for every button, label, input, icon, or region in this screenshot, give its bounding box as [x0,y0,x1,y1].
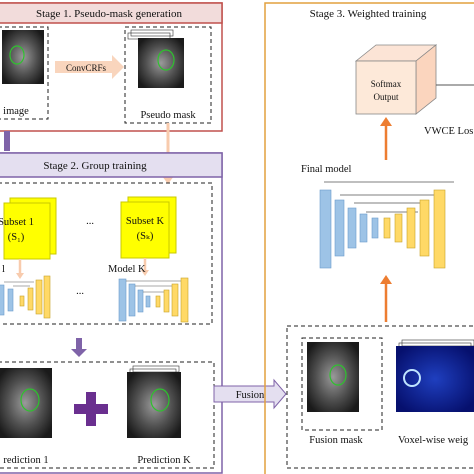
prediction-1-label: rediction 1 [3,455,48,466]
stage2-header [0,152,223,178]
model-1-label: l [2,264,5,275]
final-model-network [319,181,454,269]
fusion-mask-frame [301,337,383,431]
fusion-label: Fusion [236,390,265,401]
stage1-to-stage2-bar [4,131,10,151]
model-1-network [0,275,51,319]
model-k-network [118,277,189,323]
subset-1-label: Subset 1 [0,217,34,228]
stage2-group-frame [0,182,213,325]
stage3-input-frame [286,325,474,469]
stage1-input-label: image [3,106,29,117]
softmax-output-box: Softmax Output [354,44,438,115]
stage1-title: Stage 1. Pseudo-mask generation [36,8,183,20]
subset-k-symbol: (Sₖ) [137,231,154,242]
stage2-prediction-frame [0,361,215,469]
voxel-weight-map-image [396,346,474,412]
loss-label: VWCE Los [424,126,473,137]
stage1-input-ct-image [2,30,44,84]
stage1-input-frame [0,26,49,120]
stage3-panel: Stage 3. Weighted training Softmax Outpu… [264,2,474,474]
stage2-down-arrow-head [71,349,87,357]
stage1-pseudo-mask-image [138,38,184,88]
subset-1-box [3,202,51,260]
stage2-down-arrow-shaft [76,338,82,350]
stage2-panel: Stage 2. Group training Subset 1 (S₁) ..… [0,152,223,474]
stage1-arrow-shape [55,55,124,79]
stage1-panel: Stage 1. Pseudo-mask generation image Co… [0,2,223,132]
prediction-k-label: Prediction K [137,455,191,466]
fusion-mask-image [307,342,359,412]
ellipsis-mid: ... [76,286,84,297]
prediction-k-image [127,372,181,438]
model-k-label: Model K [108,264,146,275]
prediction-1-image [0,368,52,438]
stage1-input-contour [9,45,25,65]
subset-1-symbol: (S₁) [8,232,25,243]
plus-sign [74,392,108,426]
softmax-label: Softmax [371,79,402,89]
stage3-border [264,2,474,474]
weight-map-label: Voxel-wise weig [398,435,469,446]
stage3-title: Stage 3. Weighted training [310,8,427,20]
subset-k-label: Subset K [126,216,165,227]
subset-k-box [120,201,170,259]
fusion-mask-label: Fusion mask [309,435,363,446]
stage1-method-label: ConvCRFs [66,63,107,73]
fusion-arrow: Fusion [213,378,287,410]
ellipsis-top: ... [86,216,94,227]
final-model-label: Final model [301,164,352,175]
stage1-output-label: Pseudo mask [140,110,196,121]
stage2-title: Stage 2. Group training [43,160,147,172]
output-label: Output [373,92,399,102]
stage1-output-contour [157,49,175,71]
stage1-header [0,2,223,24]
